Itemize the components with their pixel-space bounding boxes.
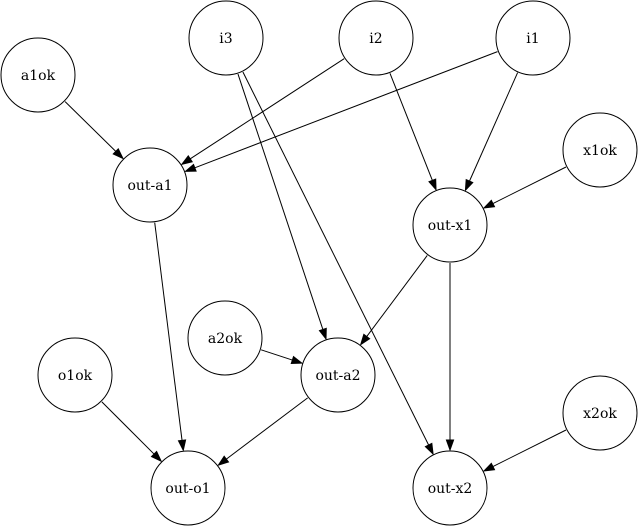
edge-line bbox=[469, 72, 519, 182]
node-out-a1: out-a1 bbox=[112, 147, 188, 223]
node-o1ok: o1ok bbox=[37, 337, 113, 413]
edge-out-x1-to-out-a2 bbox=[359, 255, 428, 346]
arrowhead bbox=[180, 154, 194, 166]
arrowhead bbox=[184, 163, 197, 172]
edge-out-a2-to-out-o1 bbox=[217, 397, 308, 467]
node-out-x1: out-x1 bbox=[412, 187, 488, 263]
arrowhead bbox=[177, 439, 187, 452]
node-circle bbox=[412, 450, 488, 526]
arrowhead bbox=[482, 199, 496, 209]
node-label: o1ok bbox=[58, 368, 93, 384]
edge-line bbox=[194, 51, 498, 169]
node-circle bbox=[37, 337, 113, 413]
node-out-o1: out-o1 bbox=[150, 450, 226, 526]
node-label: i2 bbox=[369, 31, 382, 47]
node-a2ok: a2ok bbox=[187, 300, 263, 376]
arrowhead bbox=[482, 462, 496, 472]
edge-i2-to-out-a1 bbox=[180, 58, 345, 166]
edges-layer bbox=[64, 51, 567, 472]
edge-out-a1-to-out-o1 bbox=[154, 222, 187, 452]
edge-x1ok-to-out-x1 bbox=[482, 166, 567, 209]
edge-i3-to-out-x2 bbox=[242, 71, 434, 456]
edge-o1ok-to-out-o1 bbox=[101, 401, 163, 463]
arrowhead bbox=[359, 333, 371, 346]
node-label: out-x2 bbox=[428, 481, 473, 497]
node-circle bbox=[412, 187, 488, 263]
node-label: i3 bbox=[219, 31, 232, 47]
arrowhead bbox=[445, 439, 455, 452]
node-circle bbox=[338, 0, 414, 76]
edge-i1-to-out-a1 bbox=[184, 51, 498, 172]
edge-line bbox=[154, 222, 183, 441]
node-i2: i2 bbox=[338, 0, 414, 76]
node-circle bbox=[300, 337, 376, 413]
edge-line bbox=[492, 429, 567, 467]
edge-line bbox=[101, 401, 155, 455]
node-label: out-a1 bbox=[127, 178, 172, 194]
edge-a1ok-to-out-a1 bbox=[64, 101, 124, 160]
node-label: out-o1 bbox=[165, 481, 210, 497]
edge-line bbox=[64, 101, 117, 152]
node-label: a1ok bbox=[21, 68, 56, 84]
node-label: x2ok bbox=[583, 406, 617, 422]
node-label: out-x1 bbox=[428, 218, 473, 234]
edge-line bbox=[389, 73, 433, 181]
node-i1: i1 bbox=[495, 0, 571, 76]
node-a1ok: a1ok bbox=[0, 37, 76, 113]
arrowhead bbox=[217, 455, 230, 467]
edge-line bbox=[242, 71, 430, 446]
edge-x2ok-to-out-x2 bbox=[482, 429, 567, 472]
arrowhead bbox=[290, 355, 304, 365]
node-circle bbox=[0, 37, 76, 113]
node-label: x1ok bbox=[583, 143, 617, 159]
node-out-x2: out-x2 bbox=[412, 450, 488, 526]
arrowhead bbox=[428, 178, 437, 192]
edge-line bbox=[189, 58, 345, 160]
edge-out-x1-to-out-x2 bbox=[445, 263, 455, 452]
edge-i1-to-out-x1 bbox=[464, 72, 519, 192]
node-circle bbox=[150, 450, 226, 526]
edge-line bbox=[366, 255, 428, 337]
node-x1ok: x1ok bbox=[562, 112, 638, 188]
edge-line bbox=[260, 349, 293, 361]
node-circle bbox=[495, 0, 571, 76]
node-x2ok: x2ok bbox=[562, 375, 638, 451]
edge-line bbox=[237, 73, 324, 330]
edge-a2ok-to-out-a2 bbox=[260, 349, 304, 365]
edge-i2-to-out-x1 bbox=[389, 73, 437, 192]
node-circle bbox=[187, 300, 263, 376]
node-circle bbox=[112, 147, 188, 223]
node-label: a2ok bbox=[208, 331, 243, 347]
node-label: out-a2 bbox=[315, 368, 360, 384]
edge-line bbox=[492, 166, 567, 204]
node-circle bbox=[562, 375, 638, 451]
node-out-a2: out-a2 bbox=[300, 337, 376, 413]
edge-line bbox=[226, 397, 308, 460]
arrowhead bbox=[150, 450, 163, 463]
arrowhead bbox=[318, 327, 327, 341]
arrowhead bbox=[112, 147, 124, 160]
node-circle bbox=[188, 0, 264, 76]
node-circle bbox=[562, 112, 638, 188]
node-i3: i3 bbox=[188, 0, 264, 76]
edge-i3-to-out-a2 bbox=[237, 73, 327, 341]
node-label: i1 bbox=[526, 31, 539, 47]
arrowhead bbox=[424, 442, 434, 456]
arrowhead bbox=[464, 178, 474, 192]
